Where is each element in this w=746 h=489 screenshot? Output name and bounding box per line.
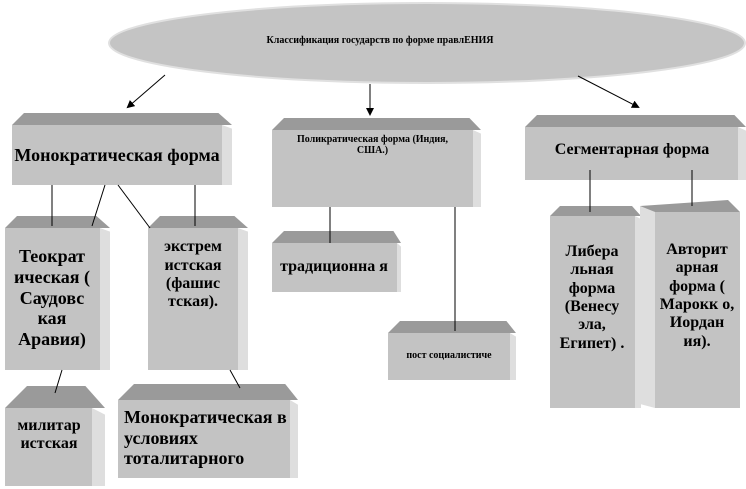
box-top-face [5,216,110,228]
box-front-face [525,127,738,180]
node-extremist: экстрем истская (фашис тская). [164,238,222,311]
box-top-face [388,321,516,333]
box-authoritarian [640,200,740,408]
diagram-title: Классификация государств по форме правлЕ… [266,35,494,47]
box-front-face [550,216,635,408]
box-monocratic [12,113,232,185]
arrow-to-segmentary [577,75,640,108]
box-top-face [5,386,105,408]
connector [229,369,241,389]
box-postsocialist [388,321,516,380]
connector [91,184,106,227]
box-top-face [148,216,248,228]
box-top-face [12,113,232,125]
node-postsocialist: пост социалистиче [406,350,492,362]
box-top-face [525,115,746,127]
node-monocratic: Монократическая форма [14,144,220,165]
node-theocratic: Теократ ическая ( Саудовс кая Аравия) [13,246,91,350]
box-front-face [272,243,397,292]
box-traditional [272,231,401,292]
box-front-face [148,228,238,370]
box-front-face [12,125,222,185]
box-front-face [388,333,510,380]
connector [117,184,151,229]
node-traditional: традиционна я [280,257,388,275]
node-segmentary: Сегментарная форма [554,140,710,158]
box-segmentary [525,115,746,180]
box-polycratic [272,118,481,207]
box-top-face [640,200,740,212]
box-front-face [118,400,290,478]
arrow-to-monocratic [126,74,166,109]
box-liberal [550,206,641,408]
box-top-face [272,118,481,130]
box-front-face [655,212,740,408]
box-side-face [640,206,655,408]
box-top-face [272,231,401,243]
box-militarist [5,386,105,486]
box-extremist [148,216,248,370]
box-top-face [550,206,641,216]
box-front-face [272,130,473,207]
box-front-face [5,228,100,370]
box-theocratic [5,216,110,370]
node-militarist: милитар истская [17,416,81,452]
node-liberal: Либера льная форма (Венесу эла, Египет) … [559,242,625,352]
box-totalitarian [118,384,298,478]
box-front-face [5,408,92,486]
box-top-face [118,384,298,400]
node-authoritarian: Авторит арная форма ( Марокк о, Иордан и… [659,240,735,350]
title-ellipse [108,2,746,84]
connector [54,369,63,394]
node-totalitarian: Монократическая в условиях тоталитарного [124,406,287,469]
node-polycratic: Поликратическая форма (Индия, США.) [296,133,449,157]
